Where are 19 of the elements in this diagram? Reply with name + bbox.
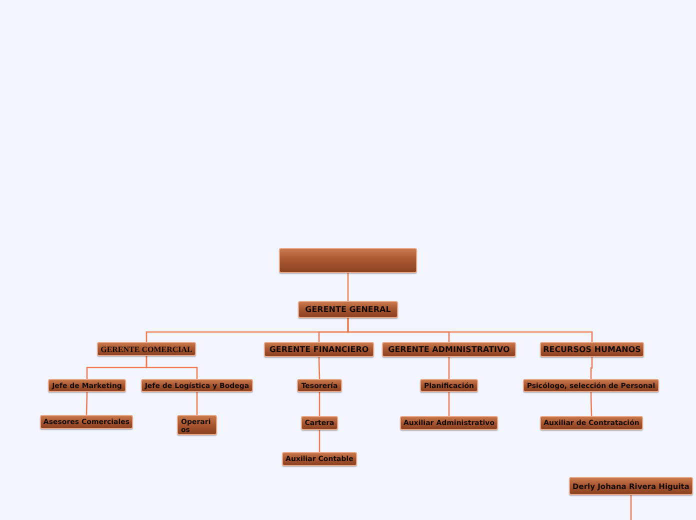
org-box: GERENTE COMERCIAL xyxy=(97,342,196,356)
org-box: RECURSOS HUMANOS xyxy=(540,342,644,357)
connector-line xyxy=(448,357,450,379)
connector-line xyxy=(590,392,592,416)
connector-line xyxy=(630,495,632,520)
connector-line xyxy=(318,430,320,452)
connector-line xyxy=(318,356,320,380)
connector-line xyxy=(318,392,320,416)
connector-line xyxy=(590,357,593,379)
connector-line xyxy=(86,392,88,416)
connector-line xyxy=(196,392,198,415)
org-box: GERENTE ADMINISTRATIVO xyxy=(382,342,516,357)
org-box: GERENTE GENERAL xyxy=(298,301,398,318)
connector-line xyxy=(448,392,450,416)
org-box: GERENTE FINANCIERO xyxy=(264,342,374,357)
box-shape xyxy=(279,248,417,273)
connector-line xyxy=(146,356,198,379)
connector-line xyxy=(347,273,349,301)
connector-line xyxy=(347,318,593,342)
